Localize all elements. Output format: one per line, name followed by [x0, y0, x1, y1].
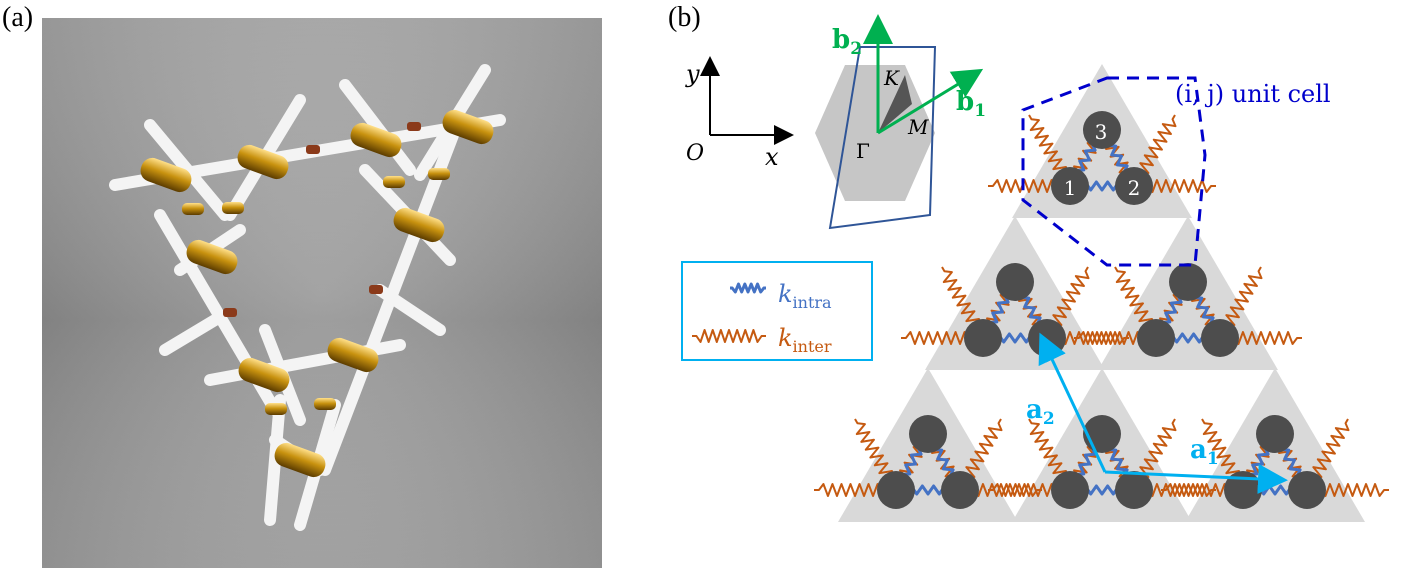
lattice-node — [941, 471, 979, 509]
site-labels: 1 2 3 — [1064, 120, 1141, 200]
unit-cell-outline — [1021, 76, 1207, 267]
b1-label: b1 — [956, 87, 986, 121]
b1-vector — [877, 68, 984, 135]
lattice-node — [1137, 319, 1175, 357]
copper-links — [223, 122, 421, 317]
legend-intra-spring-symbol — [730, 282, 766, 294]
lattice-node — [1115, 471, 1153, 509]
lattice-diagram: y x O K M Γ b2 b1 (i, j) unit cell — [681, 14, 1389, 522]
site-label-2: 2 — [1128, 176, 1141, 200]
lattice-node — [1256, 415, 1294, 453]
brass-cylinders — [140, 109, 494, 478]
lattice-node — [1115, 167, 1153, 205]
site-label-3: 3 — [1095, 120, 1108, 144]
panel-b-schematic: (b) y x O K — [660, 0, 1424, 583]
lattice-vectors: a2 a1 — [1026, 332, 1288, 494]
lattice-node — [964, 319, 1002, 357]
legend-inter-spring — [692, 329, 766, 343]
legend-intra-label: kintra — [778, 280, 832, 312]
legend-intra-spring — [730, 282, 766, 294]
b2-label: b2 — [832, 25, 862, 59]
lattice-node — [1169, 263, 1207, 301]
legend-box — [681, 261, 873, 361]
x-axis-label: x — [765, 143, 779, 171]
origin-label: O — [686, 141, 704, 166]
panel-b-tag: (b) — [668, 2, 701, 33]
panel-a-render: (a) — [0, 0, 650, 583]
panel-a-tag: (a) — [2, 2, 34, 33]
lattice-node — [909, 415, 947, 453]
legend-inter-label: kinter — [778, 324, 832, 356]
lattice-node — [877, 471, 915, 509]
a1-vector — [1104, 463, 1288, 494]
lattice-node — [1201, 319, 1239, 357]
lattice-node — [996, 263, 1034, 301]
k-point-label: K — [883, 66, 900, 90]
coordinate-axes: y x O — [685, 56, 794, 171]
m-point-label: M — [907, 115, 929, 139]
site-label-1: 1 — [1064, 176, 1077, 200]
y-axis-label: y — [685, 60, 700, 88]
a2-label: a2 — [1026, 395, 1055, 429]
legend-inter-spring-symbol — [692, 329, 766, 343]
brillouin-zone-inset: K M Γ b2 b1 — [815, 14, 986, 230]
unit-cell-label: (i, j) unit cell — [1175, 80, 1331, 108]
lattice-node — [1051, 167, 1089, 205]
lattice-node — [1224, 471, 1262, 509]
irreducible-wedge — [878, 75, 912, 133]
lattice-node — [1083, 111, 1121, 149]
lattice-node — [1288, 471, 1326, 509]
a2-vector — [1038, 332, 1107, 473]
a1-label: a1 — [1190, 435, 1219, 469]
spring-legend: kintra kinter — [681, 261, 873, 361]
gamma-point-label: Γ — [856, 139, 870, 163]
bz-rhombus — [828, 46, 937, 230]
lattice-node — [1051, 471, 1089, 509]
render-image — [42, 18, 602, 568]
